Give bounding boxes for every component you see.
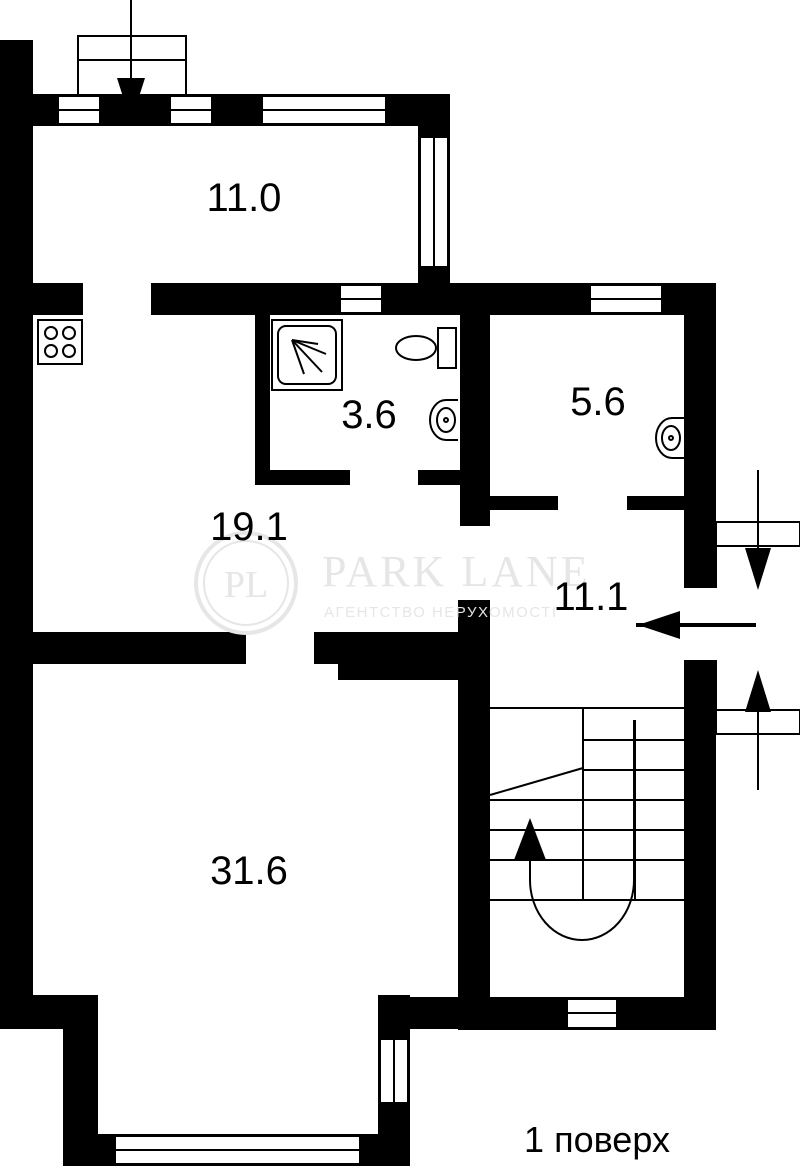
floor-label: 1 поверх: [524, 1119, 670, 1160]
room-area-bathroom: 3.6: [341, 393, 397, 437]
room-area-corridor: 11.1: [554, 575, 629, 619]
entrances: [77, 0, 800, 790]
windows: [57, 95, 663, 1165]
shower-icon: [271, 319, 343, 391]
watermark-logo-icon: [194, 531, 298, 635]
watermark: PL PARK LANE АГЕНТСТВО НЕРУХОМОСТІ: [194, 531, 591, 635]
toilet-icon: [395, 327, 457, 369]
sink-icon: [655, 417, 684, 459]
watermark-monogram: PL: [224, 564, 268, 606]
staircase: [489, 707, 684, 941]
stove-icon: [37, 319, 83, 365]
arrow-up-icon: [745, 670, 771, 712]
room-area-kitchen-hall: 19.1: [210, 505, 288, 549]
room-area-washroom: 5.6: [570, 380, 626, 424]
arrow-down-icon: [117, 78, 145, 122]
sink-icon: [429, 399, 458, 441]
stair-up-arrow-icon: [514, 818, 546, 860]
entrance-arrows: [117, 78, 771, 712]
arrow-left-icon: [638, 611, 680, 639]
arrow-down-icon: [745, 548, 771, 590]
watermark-subtitle: АГЕНТСТВО НЕРУХОМОСТІ: [324, 604, 558, 621]
room-area-living-room: 31.6: [210, 849, 288, 893]
watermark-title: PARK LANE: [322, 547, 591, 596]
room-area-entry-hall: 11.0: [207, 176, 282, 220]
